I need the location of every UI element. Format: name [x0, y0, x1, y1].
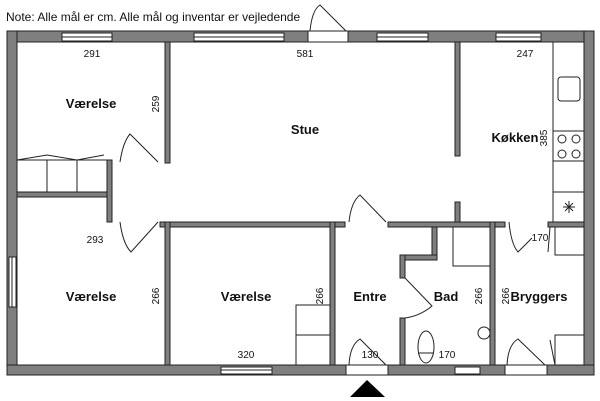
doors	[119, 4, 556, 397]
room-vaerelse-middle: Værelse	[221, 289, 272, 304]
balcony-door[interactable]	[307, 30, 349, 43]
washbasin-icon	[477, 326, 491, 340]
door-bryggers[interactable]	[508, 221, 533, 253]
interior-walls	[16, 41, 585, 366]
dim-middle-depth: 266	[315, 287, 326, 304]
outer-walls	[6, 30, 595, 376]
room-vaerelse-top-left: Værelse	[66, 96, 117, 111]
dim-mid-left-width: 293	[87, 235, 104, 246]
dim-koekken-depth: 385	[539, 129, 550, 146]
windows	[8, 32, 542, 375]
room-bryggers: Bryggers	[510, 289, 567, 304]
note-text: Note: Alle mål er cm. Alle mål og invent…	[6, 10, 300, 24]
room-stue: Stue	[291, 122, 319, 137]
front-door[interactable]	[345, 364, 389, 376]
dim-top-left-width: 291	[84, 49, 101, 60]
door-mid-left[interactable]	[119, 221, 159, 253]
entrance-arrow-icon	[350, 380, 385, 397]
room-vaerelse-mid-left: Værelse	[66, 289, 117, 304]
dim-bryggers-door: 170	[532, 233, 549, 244]
back-door[interactable]	[504, 364, 548, 376]
stove-icon	[557, 134, 581, 159]
sink-icon	[557, 76, 581, 102]
room-bad: Bad	[434, 289, 459, 304]
dim-bad-depth: 266	[474, 287, 485, 304]
dim-bad-width: 170	[439, 350, 456, 361]
dim-mid-left-depth: 266	[151, 287, 162, 304]
dim-middle-width: 320	[238, 350, 255, 361]
kitchen-counter	[552, 41, 585, 223]
dim-koekken-width: 247	[517, 49, 534, 60]
room-entre: Entre	[353, 289, 386, 304]
furniture	[16, 41, 585, 366]
dim-bryggers-depth: 266	[501, 287, 512, 304]
dim-entre-door: 130	[362, 350, 379, 361]
toilet-icon	[417, 330, 435, 364]
door-entre-stue[interactable]	[348, 194, 387, 223]
wardrobe	[16, 159, 108, 193]
door-top-left[interactable]	[119, 133, 159, 163]
fan-icon	[563, 201, 575, 213]
room-koekken: Køkken	[492, 130, 539, 145]
dim-top-left-depth: 259	[151, 95, 162, 112]
door-bad[interactable]	[404, 277, 433, 319]
dim-stue-width: 581	[297, 49, 314, 60]
